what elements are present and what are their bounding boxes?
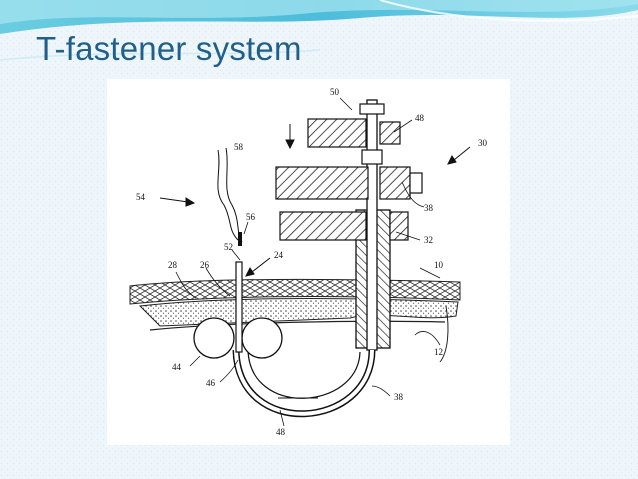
leader-lines [175,97,441,427]
label-30: 30 [478,138,488,148]
slide-title: T-fastener system [36,30,302,67]
label-24: 24 [274,250,284,260]
annotation-arrows [159,124,471,277]
suture-thread [217,147,243,243]
label-48-top: 48 [415,113,425,123]
handle-blocks [275,103,423,241]
header-wave-decoration [0,0,638,61]
skin-layers [129,278,461,363]
label-54: 54 [136,192,146,202]
label-28: 28 [168,260,178,270]
curved-needle [232,349,376,418]
patent-figure: 50 48 30 58 54 38 56 32 52 24 28 26 10 1… [107,79,510,445]
t-fastener-diagram: 50 48 30 58 54 38 56 32 52 24 28 26 10 1… [129,87,488,437]
label-52: 52 [224,242,233,252]
label-58: 58 [234,142,244,152]
label-50: 50 [330,87,340,97]
label-56: 56 [246,212,256,222]
rollers [193,317,283,359]
label-12: 12 [434,347,443,357]
label-46: 46 [206,378,216,388]
label-38-lower: 38 [394,392,404,402]
label-38-upper: 38 [424,203,434,213]
label-44: 44 [172,362,182,372]
label-10: 10 [434,260,444,270]
t-fastener-needle [235,232,243,353]
label-26: 26 [200,260,210,270]
label-32: 32 [424,235,433,245]
label-48-bottom: 48 [276,427,286,437]
